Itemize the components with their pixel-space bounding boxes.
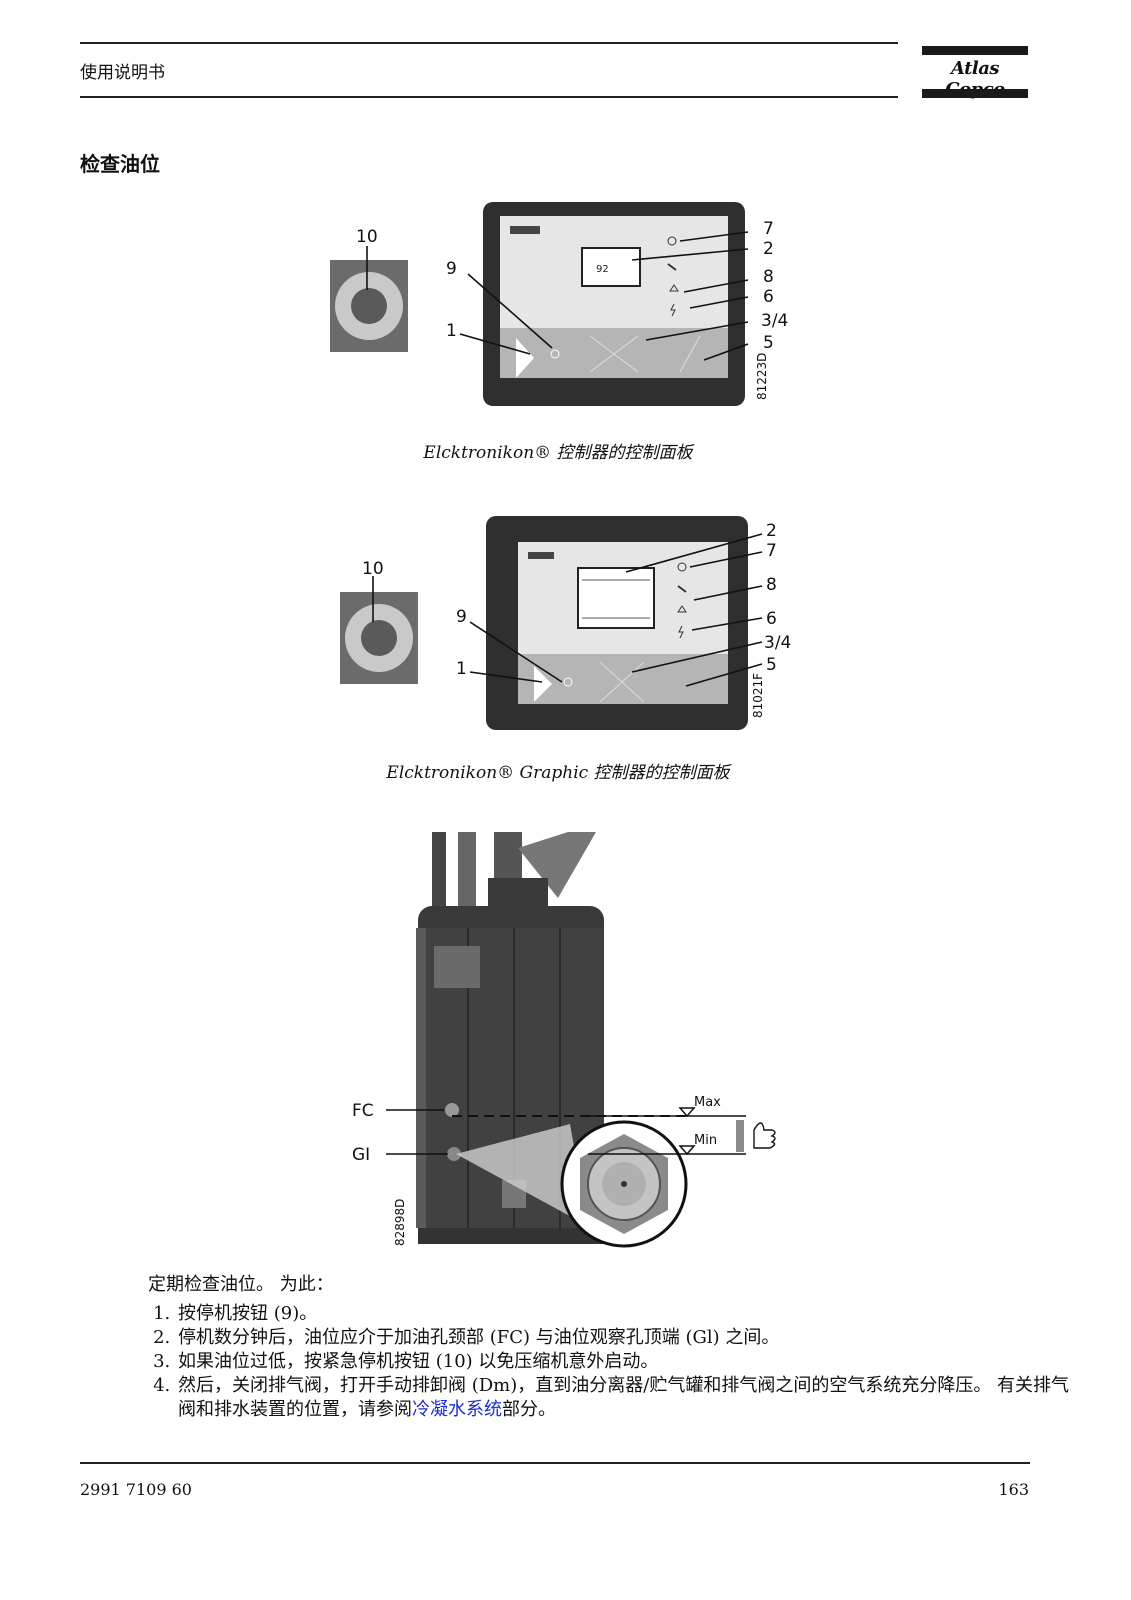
label-gi: GI xyxy=(352,1145,370,1165)
power-icon xyxy=(677,562,687,572)
recycle-icon xyxy=(677,605,687,613)
oil-level-markers xyxy=(452,1107,776,1156)
emergency-stop-button-illustration xyxy=(340,592,418,684)
callout-7: 7 xyxy=(766,541,777,561)
callout-2: 2 xyxy=(763,239,774,259)
start-button-illustration xyxy=(534,666,552,702)
callout-6: 6 xyxy=(766,609,777,629)
panel-display xyxy=(581,247,641,287)
start-button-illustration xyxy=(516,338,534,378)
callout-9: 9 xyxy=(446,259,457,279)
figure-code: 81021F xyxy=(751,673,765,718)
panel-keypad xyxy=(518,654,728,704)
procedure-intro: 定期检查油位。 为此： xyxy=(148,1274,334,1295)
lightning-icon xyxy=(678,625,684,639)
callout-leaders xyxy=(386,1109,448,1155)
service-icon xyxy=(677,585,687,593)
panel-display xyxy=(577,567,655,629)
callout-3-4: 3/4 xyxy=(764,633,791,653)
footer-rule xyxy=(80,1462,1030,1464)
label-max: Max xyxy=(694,1095,721,1110)
stop-button-illustration xyxy=(563,677,573,687)
label-min: Min xyxy=(694,1133,717,1148)
callout-2: 2 xyxy=(766,521,777,541)
callout-leaders xyxy=(372,533,763,687)
arrow-keys-illustration xyxy=(589,335,639,373)
callout-8: 8 xyxy=(766,575,777,595)
callout-8: 8 xyxy=(763,267,774,287)
callout-9: 9 xyxy=(456,607,467,627)
recycle-icon xyxy=(669,284,679,292)
procedure-step: 然后，关闭排气阀，打开手动排卸阀 (Dm)，直到油分离器/贮气罐和排气阀之间的空… xyxy=(176,1374,1076,1422)
procedure-step: 按停机按钮 (9)。 xyxy=(176,1302,1076,1326)
callout-5: 5 xyxy=(763,333,774,353)
panel-logo xyxy=(528,552,554,559)
thumbs-up-icon xyxy=(753,1122,776,1149)
manual-title: 使用说明书 xyxy=(80,63,165,83)
callout-10: 10 xyxy=(362,559,384,579)
procedure-step: 停机数分钟后，油位应介于加油孔颈部 (FC) 与油位观察孔顶端 (Gl) 之间。 xyxy=(176,1326,1076,1350)
panel-keypad xyxy=(500,328,728,378)
procedure-step-text: 然后，关闭排气阀，打开手动排卸阀 (Dm)，直到油分离器/贮气罐和排气阀之间的空… xyxy=(178,1375,1070,1420)
figure2-caption: Elcktronikon® Graphic 控制器的控制面板 xyxy=(386,763,730,783)
procedure-step-text: 部分。 xyxy=(502,1399,556,1420)
procedure-steps: 按停机按钮 (9)。 停机数分钟后，油位应介于加油孔颈部 (FC) 与油位观察孔… xyxy=(140,1302,1076,1422)
condensate-system-link[interactable]: 冷凝水系统 xyxy=(412,1399,502,1420)
callout-1: 1 xyxy=(446,321,457,341)
callout-5: 5 xyxy=(766,655,777,675)
brand-logo: Atlas Copco xyxy=(922,46,1028,100)
callout-1: 1 xyxy=(456,659,467,679)
header-bottom-rule xyxy=(80,96,898,98)
figure-oil-separator: FC GI Max Min 82898D xyxy=(352,832,776,1248)
service-icon xyxy=(667,263,677,271)
panel-logo xyxy=(510,226,540,234)
callout-10: 10 xyxy=(356,227,378,247)
sight-glass-detail xyxy=(456,1120,688,1248)
callout-leaders xyxy=(366,231,749,361)
figure-code: 81223D xyxy=(755,353,769,400)
figure-elektronikon-panel: 92 10 9 1 7 2 8 6 3/4 5 81223D xyxy=(330,202,788,406)
header-top-rule xyxy=(80,42,898,44)
figure-code: 82898D xyxy=(393,1199,407,1246)
callout-6: 6 xyxy=(763,287,774,307)
page-number: 163 xyxy=(998,1480,1029,1499)
lightning-icon xyxy=(670,303,676,317)
callout-3-4: 3/4 xyxy=(761,311,788,331)
power-icon xyxy=(667,236,677,246)
display-reading: 92 xyxy=(596,264,609,275)
callout-7: 7 xyxy=(763,219,774,239)
label-fc: FC xyxy=(352,1101,374,1121)
section-title: 检查油位 xyxy=(80,152,160,176)
reset-key-illustration xyxy=(679,335,701,373)
figure1-caption: Elcktronikon® 控制器的控制面板 xyxy=(423,443,693,463)
stop-button-illustration xyxy=(550,349,560,359)
arrow-keys-illustration xyxy=(599,661,645,703)
figure-elektronikon-graphic-panel: 10 9 1 2 7 8 6 3/4 5 81021F xyxy=(340,516,791,730)
emergency-stop-button-illustration xyxy=(330,260,408,352)
procedure-step: 如果油位过低，按紧急停机按钮 (10) 以免压缩机意外启动。 xyxy=(176,1350,1076,1374)
document-number: 2991 7109 60 xyxy=(80,1480,192,1499)
